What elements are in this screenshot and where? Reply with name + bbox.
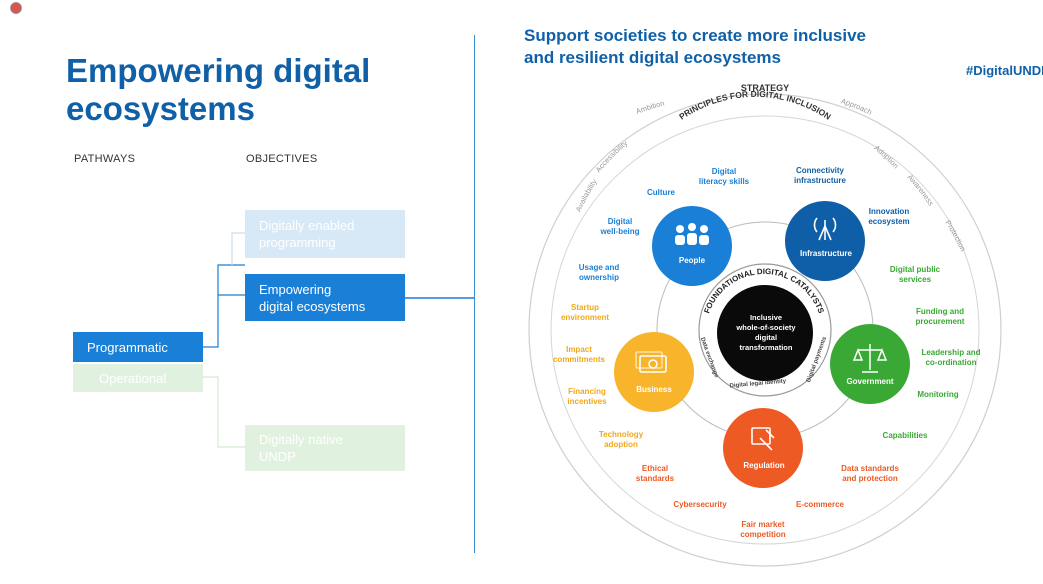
label-funding-1: Funding and: [916, 307, 964, 316]
label-culture: Culture: [647, 188, 676, 197]
objectives-header: OBJECTIVES: [246, 153, 318, 165]
ring-word-ambition: Ambition: [634, 99, 665, 116]
camera-indicator-icon: [10, 2, 22, 14]
label-tech-adoption-1: Technology: [599, 430, 644, 439]
label-capabilities: Capabilities: [883, 431, 928, 440]
pathway-operational-label: Operational: [99, 370, 167, 386]
principles-ring: [550, 115, 980, 545]
objective-top-line2: programming: [259, 235, 336, 250]
pathway-programmatic-label: Programmatic: [87, 339, 168, 355]
panel-divider: [474, 35, 475, 553]
label-startup-2: environment: [561, 313, 609, 322]
label-wellbeing-1: Digital: [608, 217, 632, 226]
label-usage-1: Usage and: [579, 263, 620, 272]
objective-bot-line2: UNDP: [259, 449, 296, 464]
pathway-operational[interactable]: Operational: [73, 364, 203, 392]
gavel-icon: [751, 427, 775, 451]
right-heading: Support societies to create more inclusi…: [524, 25, 944, 69]
pathway-connectors: [203, 232, 474, 448]
page-title: Empowering digital ecosystems: [66, 52, 426, 128]
people-icon: [675, 223, 709, 245]
objective-digitally-enabled[interactable]: Digitally enabled programming: [245, 210, 405, 258]
objective-bot-line1: Digitally native: [259, 432, 343, 447]
objective-digitally-native[interactable]: Digitally native UNDP: [245, 425, 405, 471]
center-line-1: Inclusive: [750, 313, 782, 322]
label-data-standards-1: Data standards: [841, 464, 899, 473]
label-digital-literacy-1: Digital: [712, 167, 736, 176]
label-impact-2: commitments: [553, 355, 606, 364]
pathway-programmatic[interactable]: Programmatic: [73, 332, 203, 362]
objective-top-line1: Digitally enabled: [259, 218, 355, 233]
label-tech-adoption-2: adoption: [604, 440, 638, 449]
label-fair-market-2: competition: [740, 530, 785, 539]
label-startup-1: Startup: [571, 303, 599, 312]
pillar-regulation-label: Regulation: [743, 461, 784, 470]
label-ethical-1: Ethical: [642, 464, 668, 473]
label-monitoring: Monitoring: [917, 390, 958, 399]
label-connectivity-1: Connectivity: [796, 166, 845, 175]
pillar-people[interactable]: People: [652, 206, 732, 286]
label-ethical-2: standards: [636, 474, 675, 483]
label-connectivity-2: infrastructure: [794, 176, 847, 185]
title-line-2: ecosystems: [66, 90, 255, 127]
catalyst-legal-identity: Digital legal identity: [729, 378, 787, 389]
label-usage-2: ownership: [579, 273, 619, 282]
label-financing-2: incentives: [567, 397, 607, 406]
center-line-3: digital: [755, 333, 777, 342]
label-innovation-1: Innovation: [869, 207, 910, 216]
right-heading-line1: Support societies to create more inclusi…: [524, 26, 867, 45]
objective-empowering[interactable]: Empowering digital ecosystems: [245, 274, 405, 321]
label-innovation-2: ecosystem: [868, 217, 909, 226]
pillar-people-label: People: [679, 256, 706, 265]
label-impact-1: Impact: [566, 345, 592, 354]
center-line-4: transformation: [740, 343, 793, 352]
pathways-header: PATHWAYS: [74, 153, 136, 165]
label-cybersecurity: Cybersecurity: [673, 500, 727, 509]
label-public-services-1: Digital public: [890, 265, 941, 274]
objective-mid-line1: Empowering: [259, 281, 332, 297]
money-icon: [635, 351, 667, 373]
objective-mid-line2: digital ecosystems: [259, 298, 366, 314]
pillar-government[interactable]: Government: [830, 324, 910, 404]
right-heading-line2: and resilient digital ecosystems: [524, 48, 781, 67]
label-data-standards-2: and protection: [842, 474, 898, 483]
center-line-2: whole-of-society: [735, 323, 796, 332]
label-ecommerce: E-commerce: [796, 500, 845, 509]
label-digital-literacy-2: literacy skills: [699, 177, 750, 186]
title-line-1: Empowering digital: [66, 52, 371, 89]
label-leadership-2: co-ordination: [925, 358, 976, 367]
label-financing-1: Financing: [568, 387, 606, 396]
strategy-label: STRATEGY: [741, 83, 789, 93]
label-public-services-2: services: [899, 275, 932, 284]
hashtag: #DigitalUNDP: [966, 63, 1043, 78]
pillar-infrastructure-label: Infrastructure: [800, 249, 853, 258]
scales-icon: [852, 344, 888, 373]
label-leadership-1: Leadership and: [921, 348, 980, 357]
pillar-regulation[interactable]: Regulation: [723, 408, 803, 488]
pillar-infrastructure[interactable]: Infrastructure: [785, 201, 865, 281]
label-wellbeing-2: well-being: [599, 227, 639, 236]
label-fair-market-1: Fair market: [741, 520, 784, 529]
antenna-icon: [813, 217, 837, 241]
pillar-business-label: Business: [636, 385, 672, 394]
pillar-government-label: Government: [846, 377, 893, 386]
center-circle: [717, 285, 813, 381]
label-funding-2: procurement: [916, 317, 965, 326]
pillar-business[interactable]: Business: [614, 332, 694, 412]
ring-word-ambition-text: Ambition: [634, 99, 665, 116]
